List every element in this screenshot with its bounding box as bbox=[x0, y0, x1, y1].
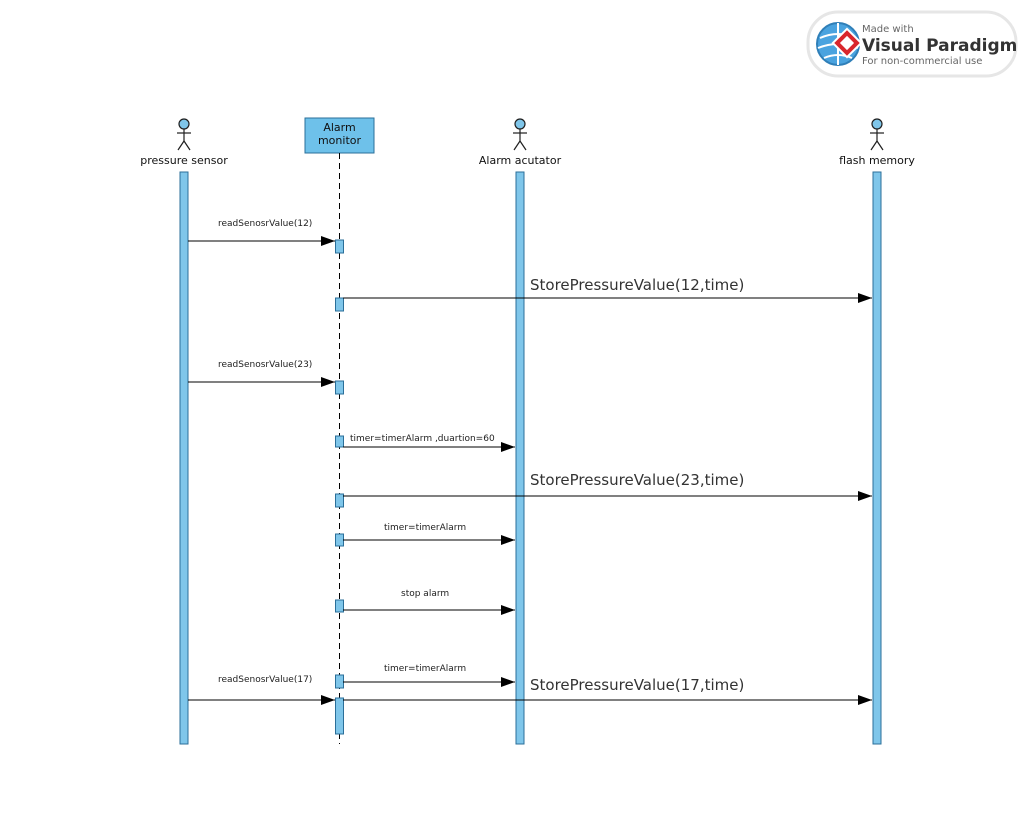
message-label: readSenosrValue(12) bbox=[218, 219, 312, 229]
message-label: readSenosrValue(17) bbox=[218, 675, 312, 685]
watermark-usage: For non-commercial use bbox=[862, 56, 982, 67]
message-label: StorePressureValue(12,time) bbox=[530, 276, 744, 294]
message-timer-duration: timer=timerAlarm ,duartion=60 bbox=[343, 434, 515, 452]
message-read-sensor-12: readSenosrValue(12) bbox=[188, 219, 335, 246]
message-stop-alarm: stop alarm bbox=[343, 589, 515, 615]
message-label: StorePressureValue(17,time) bbox=[530, 676, 744, 694]
visual-paradigm-logo-icon bbox=[816, 22, 863, 66]
participant-flash-memory: flash memory bbox=[839, 118, 915, 745]
actor-stick-figure-icon bbox=[513, 118, 527, 151]
activation-bar bbox=[335, 674, 344, 689]
participant-label-line2: monitor bbox=[318, 134, 362, 147]
participant-alarm-actuator: Alarm acutator bbox=[479, 118, 562, 745]
message-timer-alarm-2: timer=timerAlarm bbox=[343, 664, 515, 687]
activation-bar bbox=[335, 380, 344, 395]
participant-label: Alarm acutator bbox=[479, 154, 562, 167]
message-label: timer=timerAlarm bbox=[384, 664, 466, 674]
message-label: timer=timerAlarm ,duartion=60 bbox=[350, 434, 495, 444]
object-box bbox=[304, 117, 375, 154]
message-read-sensor-23: readSenosrValue(23) bbox=[188, 360, 335, 387]
message-timer-alarm-1: timer=timerAlarm bbox=[343, 523, 515, 545]
message-store-pressure-12: StorePressureValue(12,time) bbox=[343, 276, 872, 303]
activation-bar bbox=[335, 599, 344, 613]
activation-bar bbox=[335, 239, 344, 254]
activation-bar bbox=[335, 493, 344, 508]
message-label: readSenosrValue(23) bbox=[218, 360, 312, 370]
participant-label: pressure sensor bbox=[140, 154, 228, 167]
activation-bar bbox=[335, 533, 344, 547]
visual-paradigm-watermark: Made with Visual Paradigm For non-commer… bbox=[806, 10, 1018, 78]
participant-pressure-sensor: pressure sensor bbox=[140, 118, 228, 745]
lifeline-bar bbox=[515, 171, 525, 745]
lifeline-bar bbox=[872, 171, 882, 745]
message-store-pressure-23: StorePressureValue(23,time) bbox=[343, 471, 872, 501]
message-label: stop alarm bbox=[401, 589, 449, 599]
message-label: timer=timerAlarm bbox=[384, 523, 466, 533]
activation-bar bbox=[335, 297, 344, 312]
lifeline-bar bbox=[179, 171, 189, 745]
activation-bar bbox=[335, 435, 344, 448]
watermark-brand: Visual Paradigm bbox=[862, 36, 1017, 56]
message-read-sensor-17: readSenosrValue(17) bbox=[188, 675, 335, 705]
activation-bar bbox=[335, 697, 344, 735]
message-label: StorePressureValue(23,time) bbox=[530, 471, 744, 489]
participant-label: flash memory bbox=[839, 154, 915, 167]
message-store-pressure-17: StorePressureValue(17,time) bbox=[343, 676, 872, 705]
actor-stick-figure-icon bbox=[870, 118, 884, 151]
watermark-made-with: Made with bbox=[862, 24, 914, 35]
actor-stick-figure-icon bbox=[177, 118, 191, 151]
participant-label-line1: Alarm bbox=[323, 121, 355, 134]
participant-alarm-monitor: Alarm monitor bbox=[304, 117, 375, 744]
